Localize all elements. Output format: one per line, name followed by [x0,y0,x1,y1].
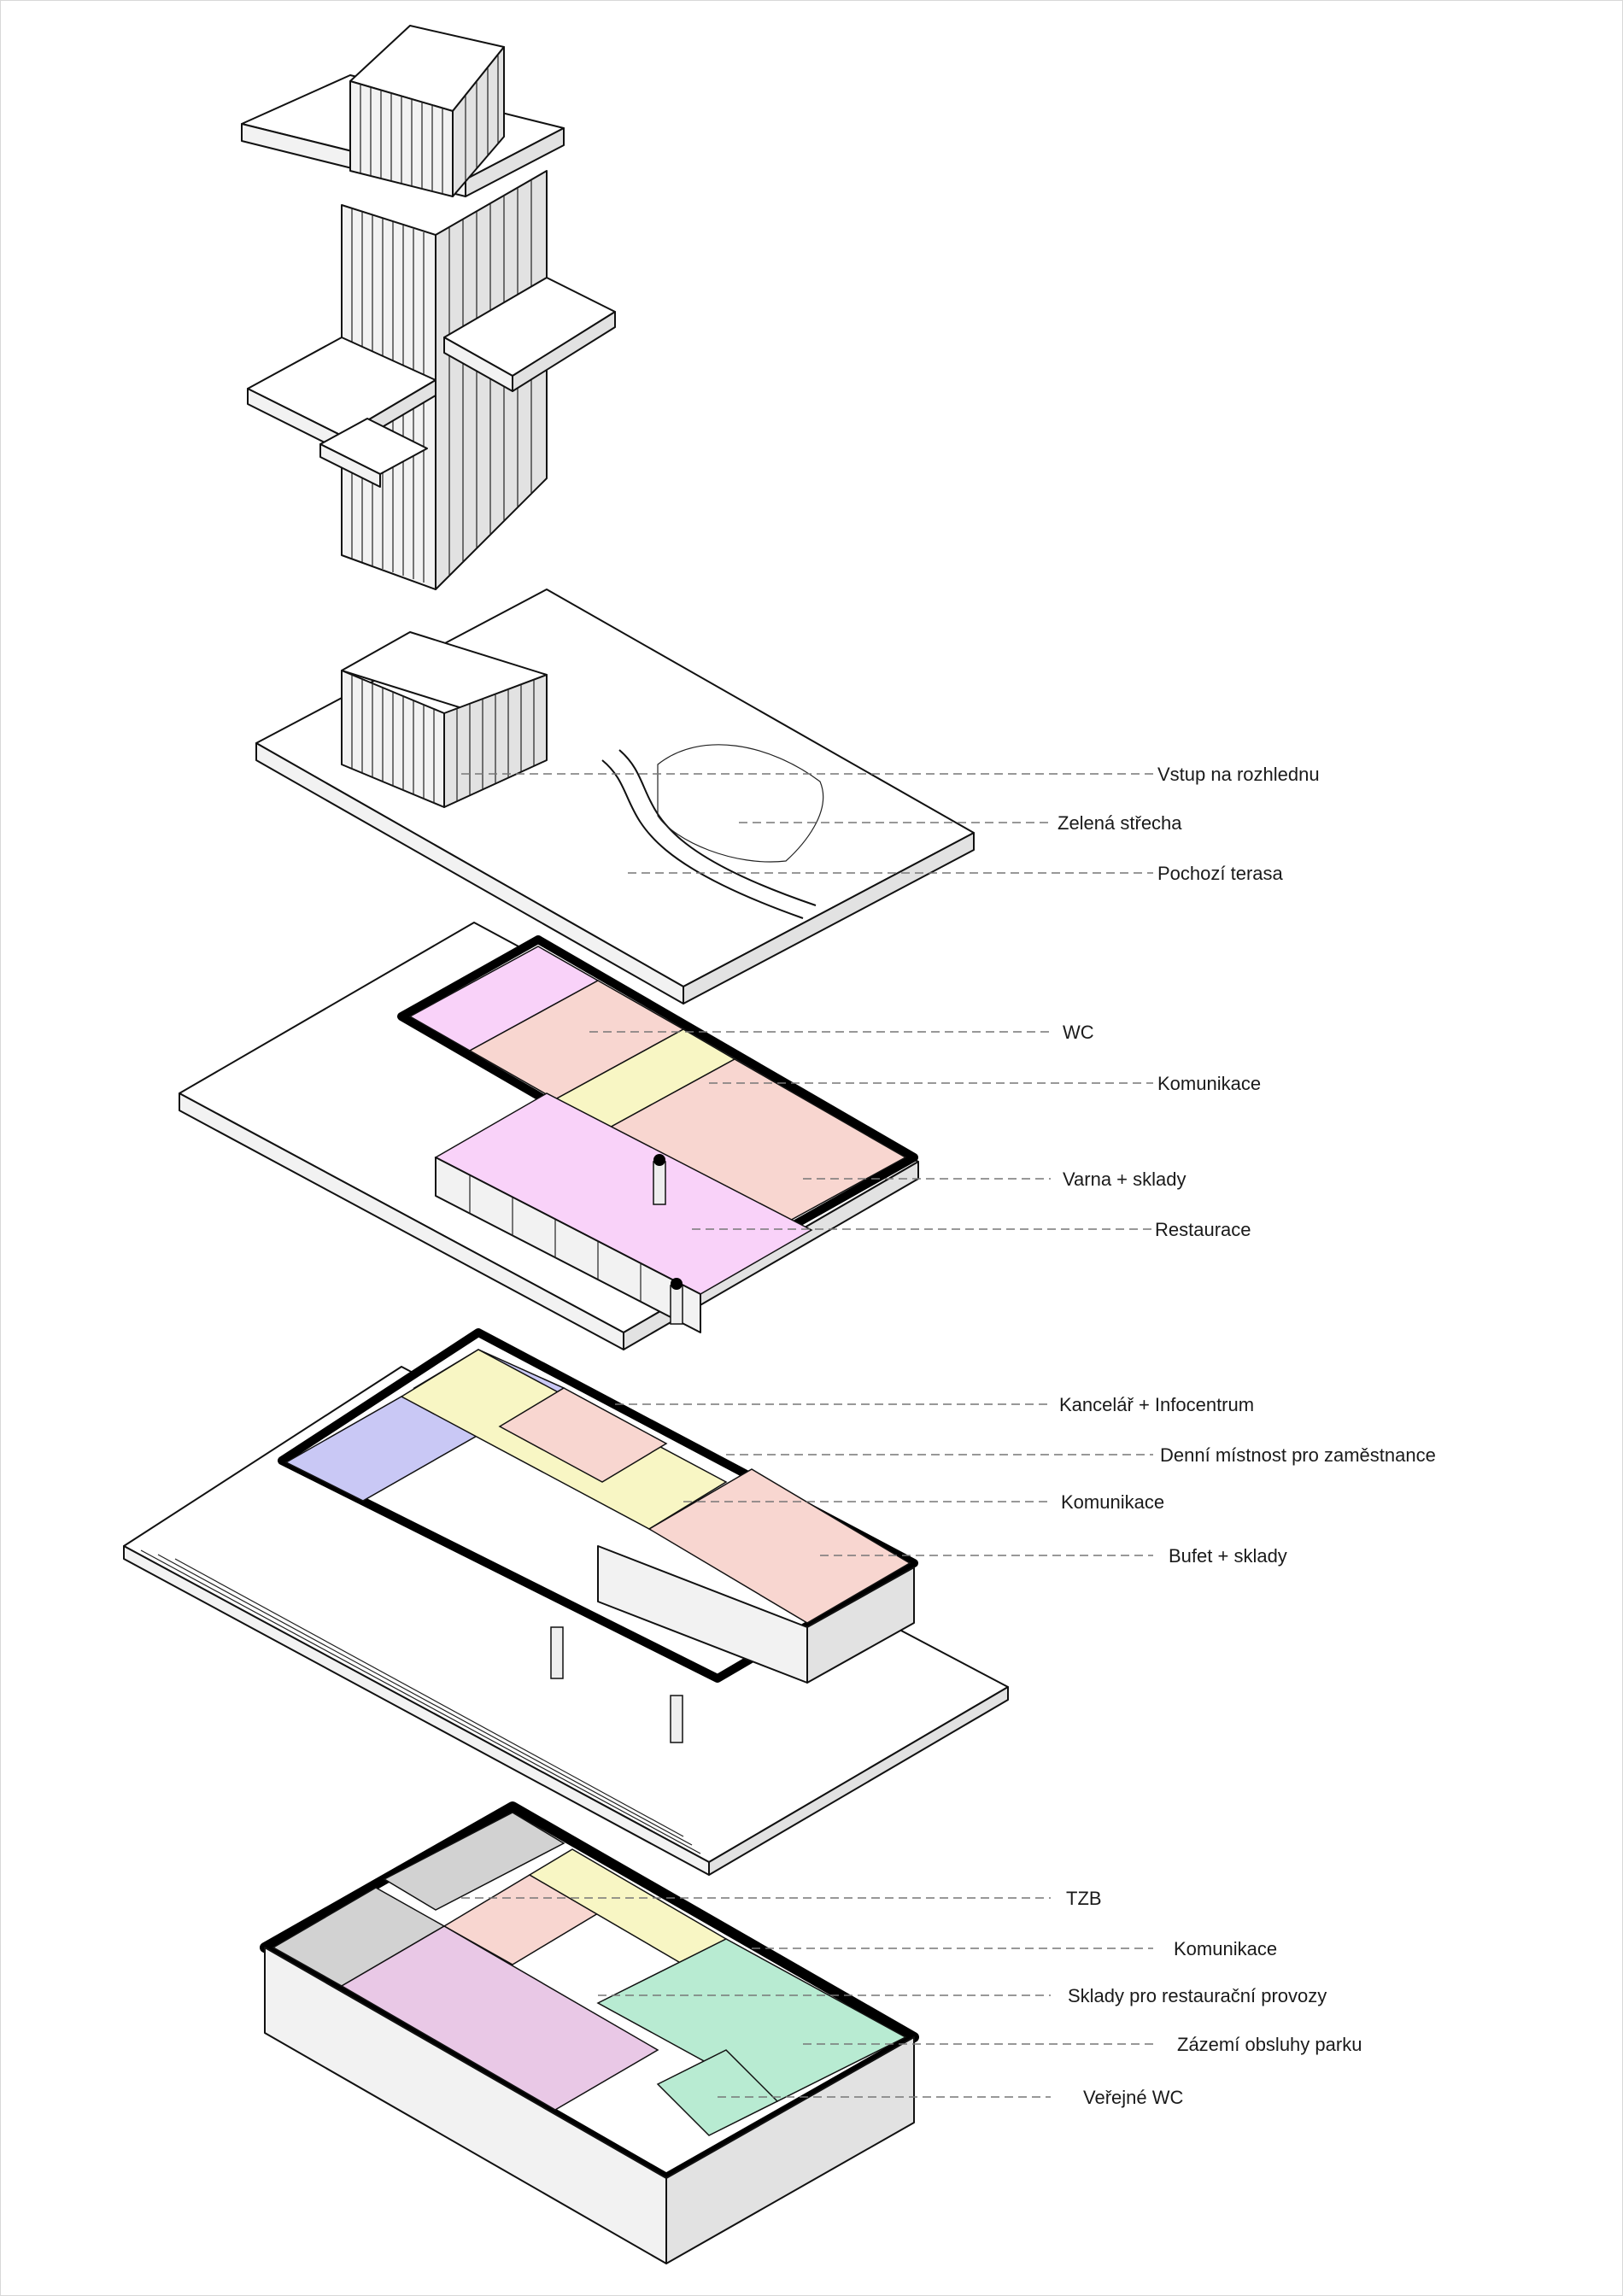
room-public-wc [340,1925,659,2111]
labels: Vstup na rozhlednu Zelená střecha Pochoz… [1058,764,1436,2108]
tower-model [241,25,616,590]
label-komunikace-1: Komunikace [1157,1073,1261,1094]
label-bufet: Bufet + sklady [1169,1545,1287,1567]
label-tzb: TZB [1066,1888,1102,1909]
room-buffet [647,1468,911,1624]
label-zazemi: Zázemí obsluhy parku [1177,2034,1362,2055]
room-tzb [383,1812,565,1911]
restaurant-level-model [179,922,919,1350]
label-komunikace-3: Komunikace [1174,1938,1277,1959]
label-kancelar: Kancelář + Infocentrum [1059,1394,1254,1415]
room-staff [498,1387,668,1483]
ground-level-model [123,1328,1009,1876]
leader-lines [461,773,1153,2098]
label-varna: Varna + sklady [1063,1168,1186,1190]
label-vstup: Vstup na rozhlednu [1157,764,1320,785]
basement-level-model [260,1801,919,2264]
label-wc: WC [1063,1022,1094,1043]
roof-level-model [255,589,975,1004]
label-verejne: Veřejné WC [1083,2087,1183,2108]
label-denni: Denní místnost pro zaměstnance [1160,1444,1436,1466]
label-komunikace-2: Komunikace [1061,1491,1164,1513]
label-pochozi: Pochozí terasa [1157,863,1284,884]
label-zelena: Zelená střecha [1058,812,1182,834]
label-restaurace: Restaurace [1155,1219,1251,1240]
label-sklady: Sklady pro restaurační provozy [1068,1985,1327,2006]
